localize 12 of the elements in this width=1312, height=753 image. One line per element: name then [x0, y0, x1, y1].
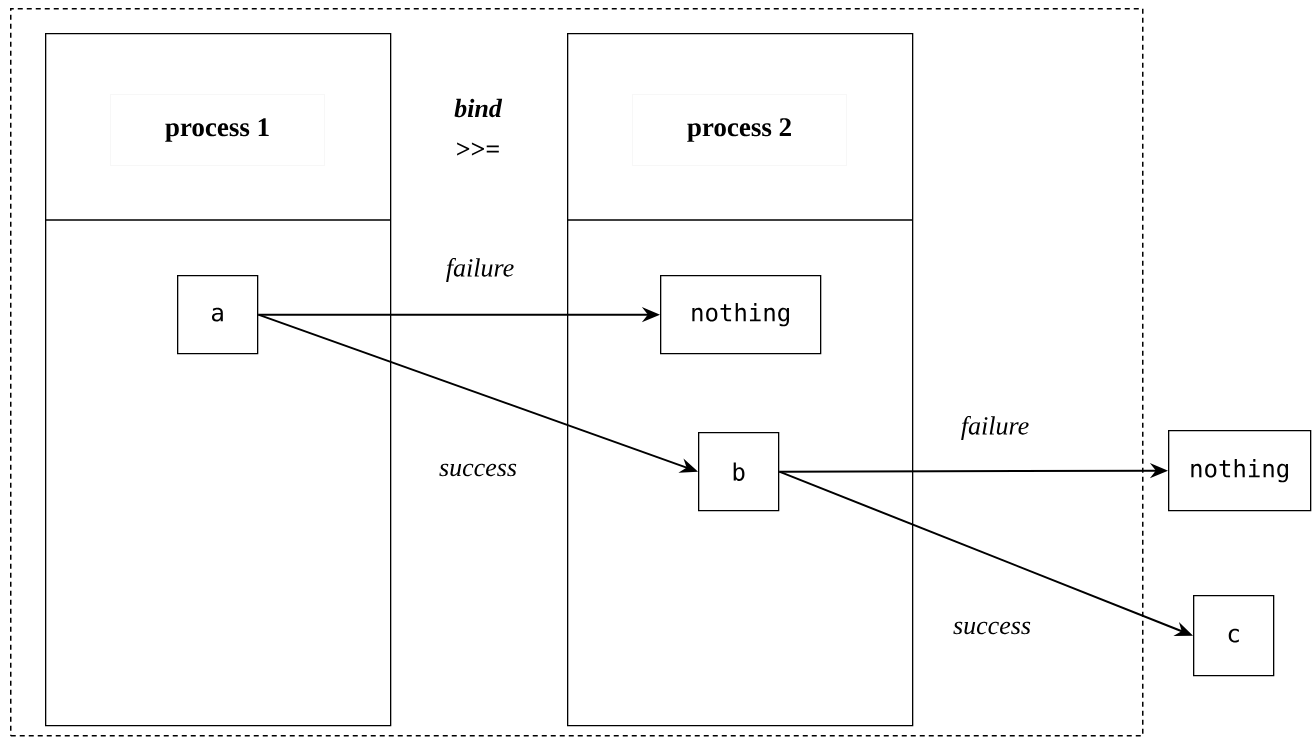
value-box: nothing	[1168, 430, 1312, 512]
value-box: b	[698, 432, 780, 512]
value-box: c	[1193, 595, 1275, 677]
edge-label: failure	[444, 257, 516, 283]
edge-label: success	[438, 462, 518, 478]
edge-label: failure	[959, 415, 1031, 441]
operator-label: >>=	[457, 142, 499, 156]
dashed-frame	[10, 8, 1144, 737]
operator-label: bind	[454, 98, 503, 118]
value-box: a	[177, 275, 259, 355]
edge-label: success	[952, 620, 1032, 636]
value-box: nothing	[660, 275, 822, 355]
